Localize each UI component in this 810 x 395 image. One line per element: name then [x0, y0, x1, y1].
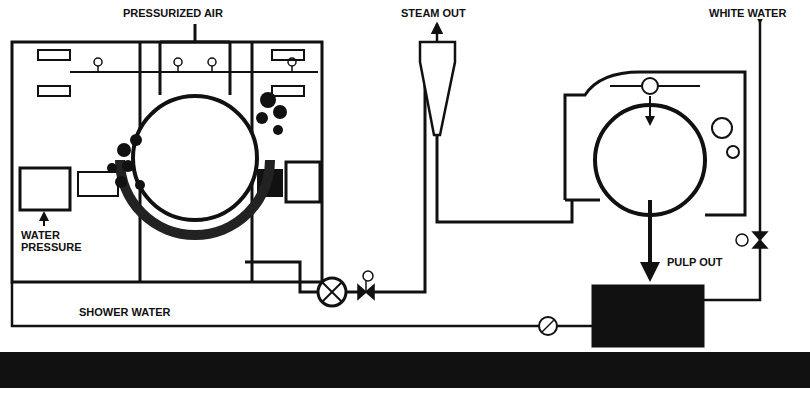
- pulp-blobs: [107, 163, 117, 173]
- pressure-washer: [211, 66, 213, 72]
- pulp-blobs: [260, 92, 276, 108]
- vacuum-washer: [565, 72, 745, 215]
- pulp-blobs: [273, 125, 283, 135]
- white-water-line: [736, 234, 748, 246]
- vacuum-washer: [565, 199, 600, 202]
- pipe-and-pump: [346, 291, 358, 294]
- vacuum-washer: [712, 118, 732, 138]
- cyclone-separator: [420, 24, 572, 222]
- filtrate-tank: [592, 285, 704, 347]
- vacuum-washer: [658, 85, 700, 87]
- callout-label: PULP OUT: [666, 256, 723, 268]
- pressure-washer: [229, 42, 232, 95]
- pressure-washer: [94, 58, 102, 66]
- pipe-and-pump: [363, 271, 373, 281]
- shower-water-line: [12, 282, 592, 335]
- pressure-washer: [12, 42, 322, 282]
- callout-label: WHITE WATER: [708, 7, 787, 19]
- vacuum-washer: [727, 146, 739, 158]
- pipe-and-pump: [374, 58, 425, 292]
- bottom-band: [0, 352, 810, 388]
- vacuum-washer: [565, 72, 745, 278]
- pressure-washer: [160, 41, 230, 44]
- pressure-washer: [20, 168, 70, 210]
- pulp-blobs: [122, 160, 134, 172]
- callout-label: SHOWER WATER: [78, 306, 171, 318]
- cyclone-separator: [420, 42, 455, 135]
- pressure-washer: [38, 86, 70, 96]
- pipe-and-pump: [365, 281, 367, 292]
- filtrate-tank: [592, 285, 704, 347]
- vacuum-washer: [649, 96, 651, 124]
- pulp-blobs: [115, 176, 127, 188]
- pulp-blobs: [273, 105, 287, 119]
- cyclone-separator: [437, 135, 572, 222]
- vacuum-washer: [610, 85, 642, 87]
- pipe-and-pump: [322, 282, 342, 302]
- shower-water-line: [12, 282, 592, 326]
- callout-label: PRESSURIZED AIR: [122, 7, 224, 19]
- pressure-washer: [272, 50, 304, 60]
- pressure-washer: [194, 24, 197, 42]
- callout-label: WATER PRESSURE: [20, 229, 92, 253]
- pipe-and-pump: [245, 262, 318, 292]
- pressure-washer: [291, 66, 293, 72]
- pressure-washer: [12, 24, 322, 282]
- pressure-washer: [38, 50, 70, 60]
- pressure-washer: [70, 71, 140, 73]
- shower-water-line: [539, 317, 557, 335]
- pressure-washer: [97, 66, 99, 72]
- pressure-washer: [177, 66, 179, 72]
- pressure-washer: [133, 96, 257, 220]
- pressure-washer: [288, 58, 296, 66]
- pressure-washer: [78, 172, 118, 196]
- pulp-blobs: [256, 112, 268, 124]
- bottom-band: [0, 352, 810, 388]
- pulp-blobs: [107, 92, 287, 190]
- vacuum-washer: [648, 200, 652, 278]
- pressure-washer: [159, 42, 162, 95]
- pressure-washer: [252, 71, 318, 73]
- white-water-line: [759, 22, 762, 24]
- pipe-and-pump: [318, 278, 346, 306]
- pipe-and-pump: [322, 282, 342, 302]
- callout-label: STEAM OUT: [400, 7, 467, 19]
- vacuum-washer: [642, 78, 658, 94]
- pulp-blobs: [130, 134, 142, 146]
- pressure-washer: [140, 71, 252, 73]
- pressure-washer: [272, 86, 304, 96]
- pressure-washer: [174, 58, 182, 66]
- pressure-washer: [286, 162, 320, 202]
- pipe-and-pump: [245, 58, 425, 306]
- shower-water-line: [542, 320, 554, 332]
- pulp-blobs: [117, 143, 131, 157]
- cyclone-separator: [436, 24, 439, 42]
- white-water-line: [753, 232, 767, 248]
- pressure-washer: [43, 213, 45, 226]
- pressure-washer: [208, 58, 216, 66]
- pulp-blobs: [135, 180, 145, 190]
